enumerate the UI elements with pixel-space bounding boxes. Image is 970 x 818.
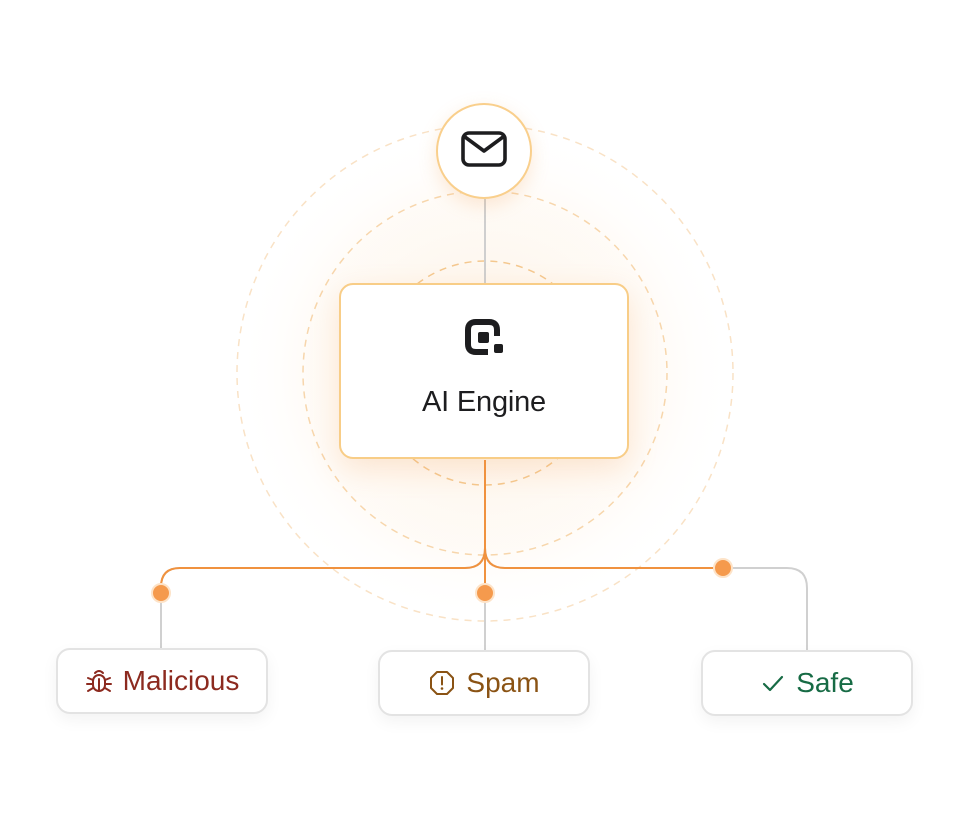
check-icon (760, 670, 786, 696)
ring-outer (236, 124, 734, 622)
alert-octagon-icon (428, 669, 456, 697)
outcome-safe: Safe (701, 650, 913, 716)
flow-left (160, 460, 486, 593)
ai-engine-title: AI Engine (422, 386, 546, 418)
mail-icon (460, 129, 508, 174)
flow-dot-safe (713, 558, 733, 578)
outcome-label: Malicious (122, 665, 240, 696)
ai-engine-card: AI Engine (339, 283, 629, 459)
flow-dot-malicious (151, 583, 171, 603)
outcome-label: Spam (466, 667, 540, 698)
outcome-spam: Spam (378, 650, 590, 716)
outcome-label: Safe (796, 667, 854, 698)
bug-icon (85, 667, 113, 695)
ai-engine-logo-icon (464, 318, 506, 363)
flow-dot-spam (475, 583, 495, 603)
ring-middle (302, 190, 668, 556)
mail-node (436, 103, 532, 199)
outcome-malicious: Malicious (56, 648, 268, 714)
flow-right (484, 547, 723, 569)
